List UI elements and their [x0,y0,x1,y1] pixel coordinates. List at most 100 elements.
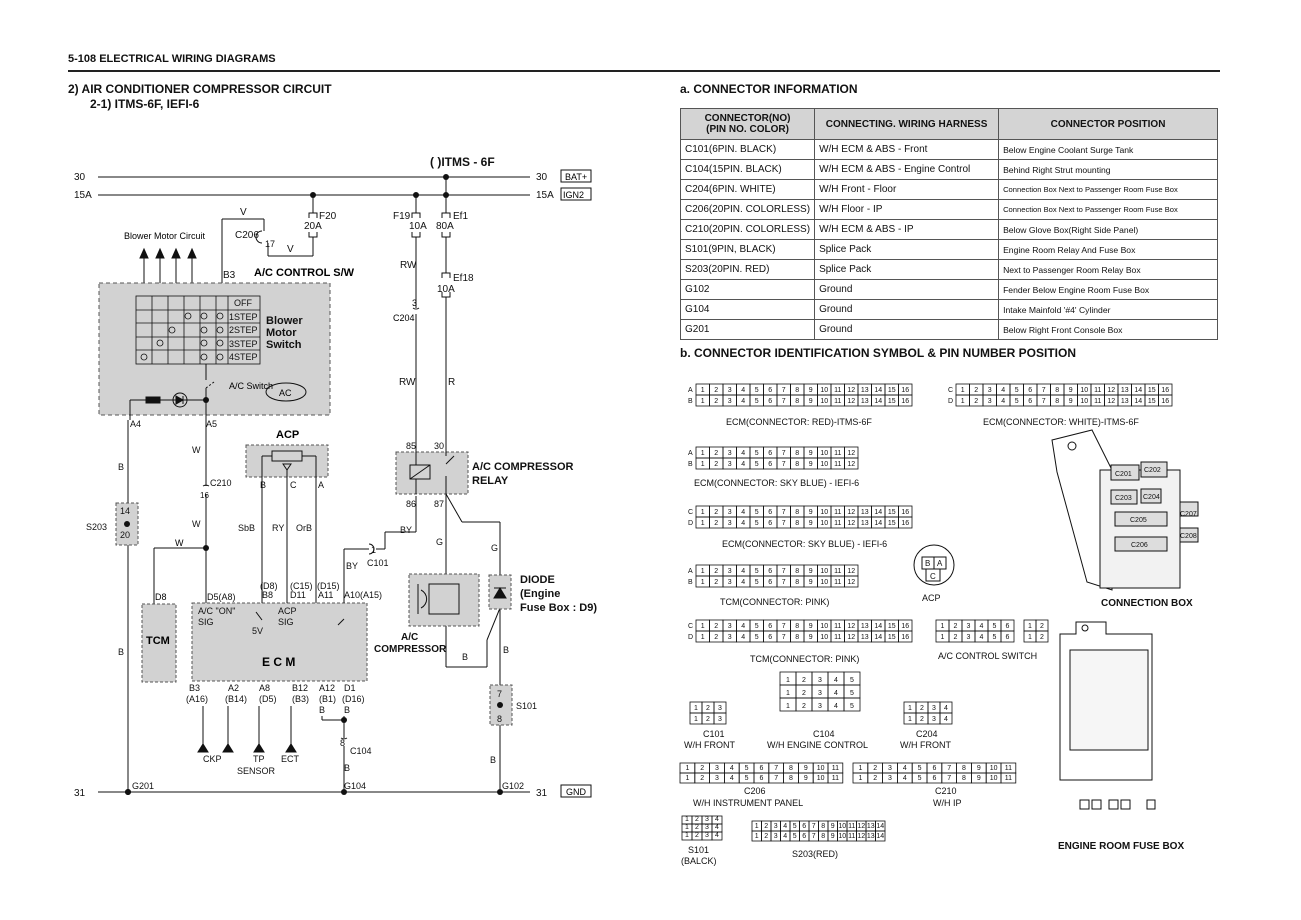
pin-number: 11 [834,520,841,527]
cap-acp: ACP [922,593,941,603]
pin-number: 10 [817,775,825,782]
pin-number: 8 [795,461,799,468]
pin-number: 2 [802,703,806,710]
cap-ecm-blue2: ECM(CONNECTOR: SKY BLUE) - IEFI-6 [722,539,887,549]
pin-number: 1 [941,623,945,630]
pin-number: 3 [967,623,971,630]
svg-text:(D15): (D15) [317,581,340,591]
compressor-l1: A/C [401,632,418,643]
pin-number: 2 [714,634,718,641]
step-4: 4STEP [229,352,258,362]
pin-number: 10 [990,775,998,782]
svg-text:17: 17 [265,239,275,249]
cap-c104-l2: W/H ENGINE CONTROL [767,740,868,750]
pin-number: 6 [1028,398,1032,405]
compressor-l2: COMPRESSOR [374,644,447,655]
cap-c210-l2: W/H IP [933,798,962,808]
pin-number: 2 [954,634,958,641]
svg-text:D8: D8 [155,592,167,602]
pin-number: 6 [1006,634,1010,641]
svg-text:8: 8 [497,714,502,724]
pin-number: 7 [774,765,778,772]
pin-number: 4 [980,623,984,630]
pin-number: 10 [820,520,828,527]
line-15a-right: 15A [536,190,554,201]
cap-ac-control-switch: A/C CONTROL SWITCH [938,651,1037,661]
pin-number: 6 [768,398,772,405]
pin-number: 16 [901,509,909,516]
acp-sig-l2: SIG [278,617,294,627]
pin-number: 5 [755,520,759,527]
acp-sig-l1: ACP [278,606,297,616]
bat-tag: BAT+ [565,172,587,182]
pin-number: 14 [874,398,882,405]
pin-number: 8 [821,823,825,830]
svg-text:D5(A8): D5(A8) [207,592,236,602]
fuse-f20-name: F20 [319,211,337,222]
pin-number: 12 [847,634,855,641]
pin-number: 14 [876,823,884,830]
svg-text:87: 87 [434,499,444,509]
ecm-label: E C M [262,655,295,669]
row-letter: C [688,623,693,630]
pin-number: 5 [918,765,922,772]
pin-number: 2 [764,823,768,830]
svg-text:7: 7 [497,689,502,699]
svg-text:A2: A2 [228,683,239,693]
pin-number: 5 [850,703,854,710]
pin-number: 16 [1161,387,1169,394]
row-letter: A [688,568,693,575]
pin-number: 3 [888,775,892,782]
pin-number: 11 [848,823,855,830]
pin-number: 4 [834,703,838,710]
pin-number: 9 [831,823,835,830]
pin-number: 14 [874,509,882,516]
pin-number: 11 [834,623,841,630]
pin-number: 15 [888,623,896,630]
pin-number: 14 [874,623,882,630]
pin-number: 14 [874,387,882,394]
pin-number: 10 [820,387,828,394]
pin-number: 2 [714,509,718,516]
pin-number: 6 [759,775,763,782]
pin-number: 15 [1148,387,1156,394]
pin-number: 10 [820,568,828,575]
pin-number: 4 [1001,398,1005,405]
blower-switch-l1: Blower [266,315,303,327]
pin-number: 1 [786,677,790,684]
pin-number: 3 [728,520,732,527]
pin-number: 5 [1015,398,1019,405]
pin-number: 2 [695,816,699,823]
ect-label: ECT [281,754,300,764]
pin-number: 11 [832,765,839,772]
pin-number: 8 [962,765,966,772]
svg-text:16: 16 [200,491,209,500]
table-row: C210(20PIN. COLORLESS)W/H ECM & ABS - IP… [679,219,1218,240]
svg-text:A: A [318,480,324,490]
connector-info-table: CONNECTOR(NO) (PIN NO. COLOR) CONNECTING… [679,108,1218,340]
pin-number: 3 [774,823,778,830]
pin-number: 10 [838,823,846,830]
pin-number: 3 [932,716,936,723]
cap-connection-box: CONNECTION BOX [1101,598,1193,609]
pin-number: 4 [980,634,984,641]
svg-text:(D5): (D5) [259,694,277,704]
pin-number: 12 [847,509,855,516]
pin-number: 9 [1069,387,1073,394]
pin-number: 1 [755,823,759,830]
pin-number: 13 [861,509,869,516]
pin-number: 1 [961,398,965,405]
pin-number: 7 [782,461,786,468]
pin-number: 11 [834,568,841,575]
svg-text:B: B [925,559,930,568]
svg-text:1: 1 [371,545,376,555]
pin-number: 14 [874,520,882,527]
pin-number: 5 [993,623,997,630]
pin-number: 3 [728,509,732,516]
svg-text:W: W [192,519,201,529]
row-letter: B [688,398,693,405]
row-letter: B [688,579,693,586]
